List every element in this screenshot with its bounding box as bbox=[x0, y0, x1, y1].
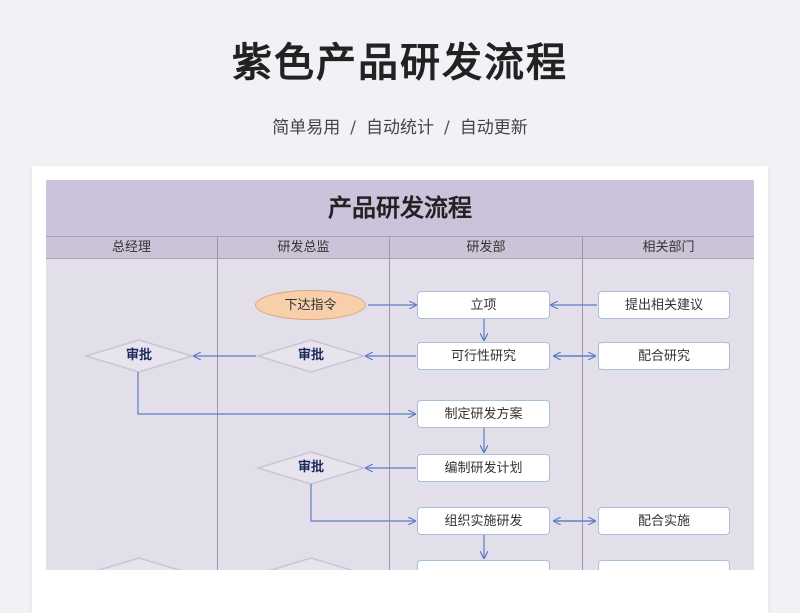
node-compile-rd-plan: 编制研发计划 bbox=[417, 454, 550, 482]
subtitle-separator: / bbox=[444, 118, 450, 138]
node-organize-rd: 组织实施研发 bbox=[417, 507, 550, 535]
preview-card: 产品研发流程 总经理 研发总监 研发部 相关部门 bbox=[32, 166, 768, 613]
decision-diamond bbox=[255, 339, 367, 373]
node-approve-gm: 审批 bbox=[125, 348, 152, 363]
node-next-step bbox=[417, 560, 550, 570]
subtitle-item-easy: 简单易用 bbox=[272, 118, 341, 138]
decision-diamond bbox=[83, 339, 195, 373]
decision-diamond bbox=[268, 557, 354, 570]
lane-header-related-departments: 相关部门 bbox=[583, 237, 754, 259]
flow-arrow bbox=[310, 484, 415, 521]
node-project-setup: 立项 bbox=[417, 291, 550, 319]
node-propose-suggestions: 提出相关建议 bbox=[598, 291, 730, 319]
subtitle-item-auto-stats: 自动统计 bbox=[366, 118, 434, 138]
node-rd-plan: 制定研发方案 bbox=[417, 400, 550, 428]
lane-divider bbox=[389, 237, 390, 570]
flow-arrow bbox=[137, 372, 415, 414]
lane-divider bbox=[217, 237, 218, 570]
node-approve-director: 审批 bbox=[297, 348, 324, 363]
flowchart-title: 产品研发流程 bbox=[46, 180, 754, 237]
subtitle-item-auto-update: 自动更新 bbox=[459, 118, 528, 138]
node-cooperate-research: 配合研究 bbox=[598, 342, 730, 370]
node-feasibility-study: 可行性研究 bbox=[417, 342, 550, 370]
lane-header-rd-director: 研发总监 bbox=[218, 237, 389, 259]
lane-header-general-manager: 总经理 bbox=[46, 237, 217, 259]
decision-diamond bbox=[96, 557, 182, 570]
subtitle: 简单易用 / 自动统计 / 自动更新 bbox=[0, 113, 800, 138]
lane-header-rd-department: 研发部 bbox=[390, 237, 582, 259]
flow-connectors bbox=[83, 180, 597, 570]
node-issue-order: 下达指令 bbox=[255, 290, 366, 320]
node-approve-director: 审批 bbox=[297, 460, 324, 475]
lane-divider bbox=[582, 237, 583, 570]
page-title: 紫色产品研发流程 bbox=[232, 40, 568, 86]
flowchart-sheet: 产品研发流程 总经理 研发总监 研发部 相关部门 bbox=[46, 180, 754, 570]
node-next-step bbox=[598, 560, 730, 570]
node-cooperate-implement: 配合实施 bbox=[598, 507, 730, 535]
subtitle-separator: / bbox=[350, 118, 356, 138]
